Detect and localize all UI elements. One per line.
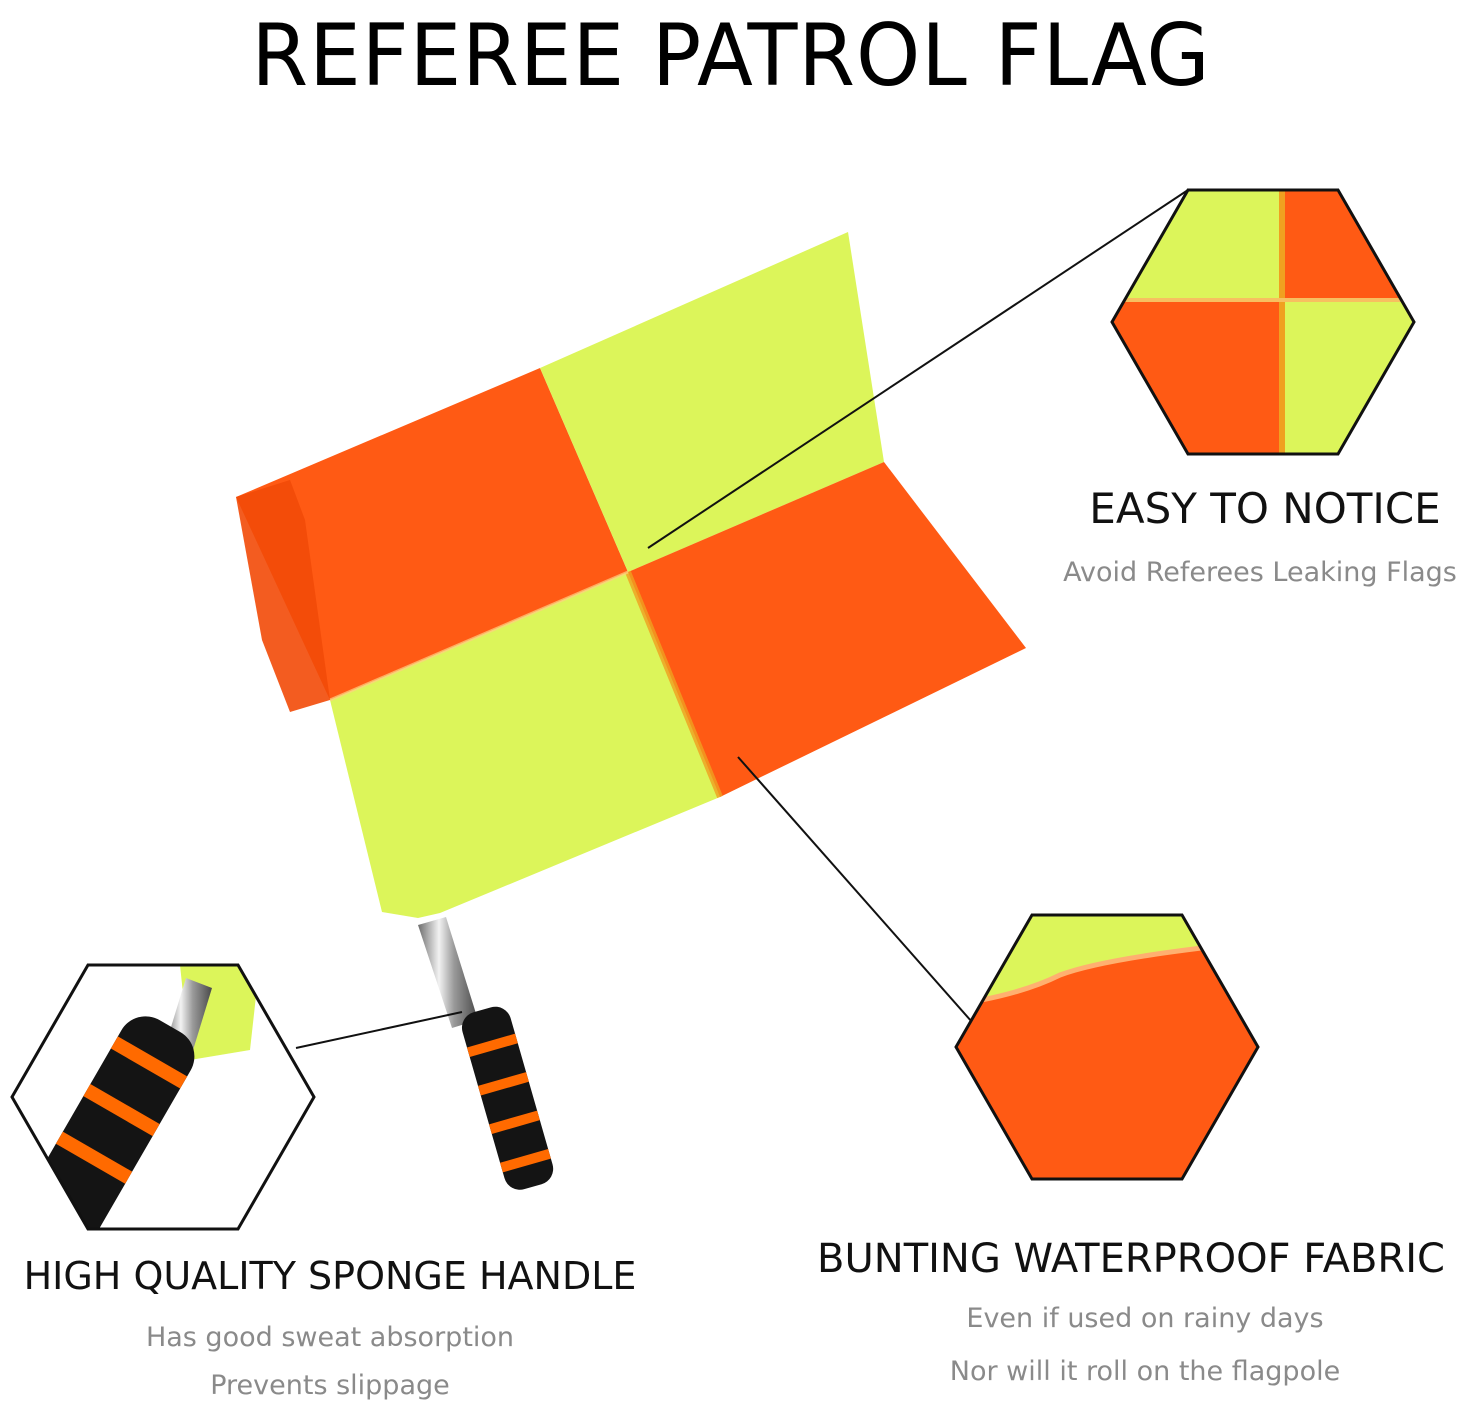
handle-description-line-2: Prevents slippage <box>210 1370 450 1401</box>
fabric-description-line-2: Nor will it roll on the flagpole <box>949 1356 1341 1387</box>
flag-cloth <box>236 232 1026 918</box>
hexagon-detail-fabric <box>954 913 1260 1181</box>
flag-sleeve <box>236 480 330 712</box>
flag-pole <box>418 917 554 1190</box>
hexagon-detail-seam <box>1110 188 1416 456</box>
flag-quadrant-bottom-right <box>628 462 1026 797</box>
notice-heading: EASY TO NOTICE <box>1089 484 1441 533</box>
sponge-handle <box>461 1006 554 1190</box>
flag-quadrant-top-right <box>540 232 884 572</box>
handle-description-line-1: Has good sweat absorption <box>145 1322 515 1353</box>
callout-leader-lines <box>295 189 1189 1049</box>
page-title: REFEREE PATROL FLAG <box>251 6 1211 106</box>
fabric-description-line-1: Even if used on rainy days <box>966 1303 1324 1334</box>
flag-quadrant-top-left <box>236 368 628 700</box>
hexagon-detail-handle <box>10 963 316 1231</box>
handle-heading: HIGH QUALITY SPONGE HANDLE <box>23 1254 637 1298</box>
notice-description: Avoid Referees Leaking Flags <box>1063 557 1457 588</box>
fabric-heading: BUNTING WATERPROOF FABRIC <box>817 1236 1445 1282</box>
